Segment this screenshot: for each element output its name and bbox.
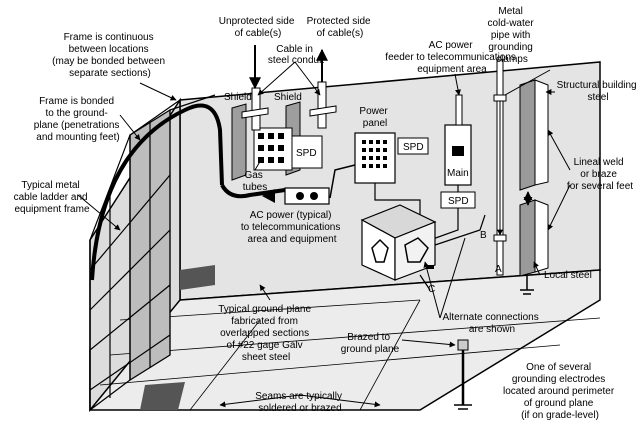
local-steel xyxy=(519,199,536,277)
label-power-panel: Power panel xyxy=(359,106,390,129)
structural-steel xyxy=(519,79,536,191)
label-cable-conduit: Cable in steel conduit xyxy=(268,44,324,66)
label-unprotected-side: Unprotected side of cable(s) xyxy=(219,16,297,39)
label-alternate: Alternate connections are shown xyxy=(443,312,542,335)
label-lineal-weld: Lineal weld or braze for several feet xyxy=(567,157,633,192)
label-frame-continuous: Frame is continuous between locations (m… xyxy=(52,32,168,79)
label-ac-power-typical: AC power (typical) to telecommunications… xyxy=(241,210,343,245)
label-shield-right: Shield xyxy=(274,92,302,103)
label-structural-steel: Structural building steel xyxy=(557,80,640,103)
label-metal-pipe: Metal cold-water pipe with grounding cla… xyxy=(488,6,537,65)
label-spd-3: SPD xyxy=(448,196,469,207)
label-protected-side: Protected side of cable(s) xyxy=(307,16,374,39)
floor-patch xyxy=(180,265,215,290)
label-brazed: Brazed to ground plane xyxy=(341,332,400,355)
floor-patch xyxy=(140,382,185,410)
label-spd-1: SPD xyxy=(296,148,317,159)
label-ground-plane: Typical ground-plane fabricated from ove… xyxy=(218,304,314,363)
label-cable-ladder: Typical metal cable ladder and equipment… xyxy=(14,180,91,215)
cable-ladder xyxy=(89,94,216,412)
label-shield-left: Shield xyxy=(224,92,252,103)
power-panel xyxy=(354,132,396,184)
shield-left-plate xyxy=(231,103,247,181)
ac-outlet xyxy=(284,187,330,205)
label-seams: Seams are typically soldered or brazed xyxy=(255,391,344,414)
label-electrodes: One of several grounding electrodes loca… xyxy=(503,362,617,421)
label-gas-tubes: Gas tubes xyxy=(243,170,267,193)
label-spd-2: SPD xyxy=(403,142,424,153)
label-main: Main xyxy=(447,168,469,179)
label-point-b: B xyxy=(480,230,487,241)
label-local-steel: Local steel xyxy=(544,270,592,281)
label-ac-feeder: AC power feeder to telecommunications eq… xyxy=(385,40,518,75)
spd-box-2 xyxy=(397,137,429,155)
protected-conduit xyxy=(317,81,327,129)
spd-box-1 xyxy=(291,135,323,169)
label-point-a: A xyxy=(495,264,502,275)
label-frame-bonded: Frame is bonded to the ground- plane (pe… xyxy=(34,96,122,143)
label-point-c: C xyxy=(428,284,435,295)
